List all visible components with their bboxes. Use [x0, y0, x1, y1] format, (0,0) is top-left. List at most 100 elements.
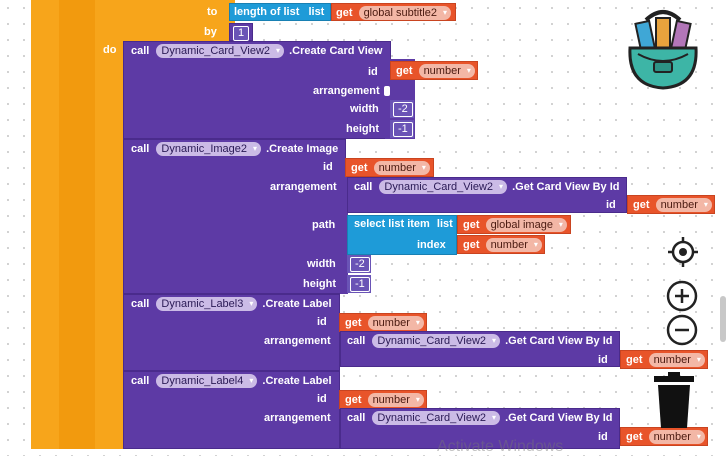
length-of-list-label: length of list [234, 6, 300, 18]
arrangement-empty-socket[interactable] [384, 86, 390, 96]
get-label: get [463, 219, 480, 231]
loop-block-left-strip[interactable] [31, 0, 59, 449]
width-number-field[interactable]: -2 [393, 102, 413, 117]
target-icon[interactable] [668, 237, 698, 267]
card-view-width-label: width [350, 103, 379, 115]
card-view-height-block[interactable]: -1 [390, 120, 414, 138]
for-loop-block[interactable] [95, 0, 125, 449]
get-label: get [345, 317, 362, 329]
get-label: get [463, 239, 480, 251]
arr-component-dropdown[interactable]: Dynamic_Card_View2 [379, 180, 508, 194]
number-dropdown[interactable]: number [373, 161, 430, 175]
image-path-label: path [312, 219, 336, 231]
height-number-field[interactable]: -1 [350, 277, 370, 292]
image-index-label: index [417, 239, 446, 251]
image-width-label: width [307, 258, 336, 270]
get-label: get [336, 7, 353, 19]
create-image-block[interactable] [123, 139, 346, 294]
create-card-view-method: .Create Card View [289, 45, 383, 57]
create-image-method: .Create Image [266, 143, 339, 155]
image-component-dropdown[interactable]: Dynamic_Image2 [156, 142, 262, 156]
image-arr-id-get-block[interactable]: get number [627, 195, 715, 214]
list-socket-label: list [308, 6, 325, 18]
image-height-label: height [303, 278, 336, 290]
card-view-arrangement-label: arrangement [313, 85, 380, 97]
get-label: get [345, 394, 362, 406]
create-label-method: .Create Label [262, 298, 332, 310]
label3-component-dropdown[interactable]: Dynamic_Label3 [156, 297, 258, 311]
image-id-label: id [323, 161, 333, 173]
card-view-header: call Dynamic_Card_View2 .Create Card Vie… [131, 44, 382, 58]
label4-component-dropdown[interactable]: Dynamic_Label4 [156, 374, 258, 388]
index-get-block[interactable]: get number [457, 235, 545, 254]
image-arrangement-label: arrangement [270, 181, 337, 193]
card-view-component-dropdown[interactable]: Dynamic_Card_View2 [156, 44, 285, 58]
arr-component-dropdown[interactable]: Dynamic_Card_View2 [372, 411, 501, 425]
select-list-item-block[interactable]: select list item list [347, 215, 457, 255]
number-dropdown[interactable]: number [648, 430, 705, 444]
get-label: get [626, 354, 643, 366]
number-dropdown[interactable]: number [648, 353, 705, 367]
call-label: call [131, 375, 150, 387]
label4-arrangement-label: arrangement [264, 412, 331, 424]
label3-arr-id-get-block[interactable]: get number [620, 350, 708, 369]
label4-arr-id-label: id [598, 431, 608, 443]
label4-header: call Dynamic_Label4 .Create Label [131, 374, 332, 388]
image-get-card-view-block[interactable]: call Dynamic_Card_View2 .Get Card View B… [347, 177, 627, 213]
number-dropdown[interactable]: number [655, 198, 712, 212]
get-label: get [396, 65, 413, 77]
call-label: call [131, 298, 150, 310]
select-list-item-label: select list item [354, 218, 430, 230]
number-dropdown[interactable]: number [485, 238, 542, 252]
number-dropdown[interactable]: number [418, 64, 475, 78]
get-card-view-method: .Get Card View By Id [505, 412, 613, 424]
by-number-field[interactable]: 1 [233, 26, 250, 41]
image-height-block[interactable]: -1 [347, 275, 371, 293]
global-image-dropdown[interactable]: global image [485, 218, 567, 232]
card-view-width-block[interactable]: -2 [390, 100, 414, 118]
number-dropdown[interactable]: number [367, 316, 424, 330]
number-dropdown[interactable]: number [367, 393, 424, 407]
card-view-height-label: height [346, 123, 379, 135]
image-id-get-block[interactable]: get number [345, 158, 434, 177]
label3-arrangement-label: arrangement [264, 335, 331, 347]
for-loop-header[interactable] [125, 0, 235, 42]
trash-icon[interactable] [652, 372, 696, 428]
vertical-scrollbar[interactable] [720, 296, 726, 342]
width-number-field[interactable]: -2 [350, 257, 370, 272]
activate-windows-watermark: Activate Windows [437, 438, 564, 455]
create-image-sockets [340, 160, 348, 294]
label4-arr-id-get-block[interactable]: get number [620, 427, 708, 446]
by-label: by [204, 26, 217, 38]
loop-block-inner-strip [59, 0, 95, 449]
get-global-subtitle-block[interactable]: get global subtitle2 [331, 3, 456, 21]
image-width-block[interactable]: -2 [347, 255, 371, 273]
by-number-block[interactable]: 1 [229, 23, 253, 41]
label3-get-card-view-block[interactable]: call Dynamic_Card_View2 .Get Card View B… [340, 331, 620, 367]
label3-header: call Dynamic_Label3 .Create Label [131, 297, 332, 311]
image-header: call Dynamic_Image2 .Create Image [131, 142, 338, 156]
zoom-out-icon[interactable] [666, 314, 698, 346]
call-label: call [347, 335, 366, 347]
get-global-image-block[interactable]: get global image [457, 215, 571, 234]
call-label: call [131, 143, 150, 155]
label3-id-get-block[interactable]: get number [339, 313, 427, 332]
label4-id-label: id [317, 393, 327, 405]
get-card-view-method: .Get Card View By Id [512, 181, 620, 193]
zoom-in-icon[interactable] [666, 280, 698, 312]
create-label-method: .Create Label [262, 375, 332, 387]
length-of-list-block[interactable]: length of list list [229, 3, 331, 21]
label3-id-label: id [317, 316, 327, 328]
get-label: get [626, 431, 643, 443]
arr-component-dropdown[interactable]: Dynamic_Card_View2 [372, 334, 501, 348]
image-arr-id-label: id [606, 199, 616, 211]
label4-get-card-view-block[interactable]: call Dynamic_Card_View2 .Get Card View B… [340, 408, 620, 449]
to-label: to [207, 6, 218, 18]
backpack-icon[interactable] [624, 6, 702, 92]
height-number-field[interactable]: -1 [393, 122, 413, 137]
get-label: get [633, 199, 650, 211]
get-label: get [351, 162, 368, 174]
label4-id-get-block[interactable]: get number [339, 390, 427, 409]
global-subtitle-dropdown[interactable]: global subtitle2 [358, 6, 451, 20]
card-view-id-get-block[interactable]: get number [390, 61, 478, 80]
